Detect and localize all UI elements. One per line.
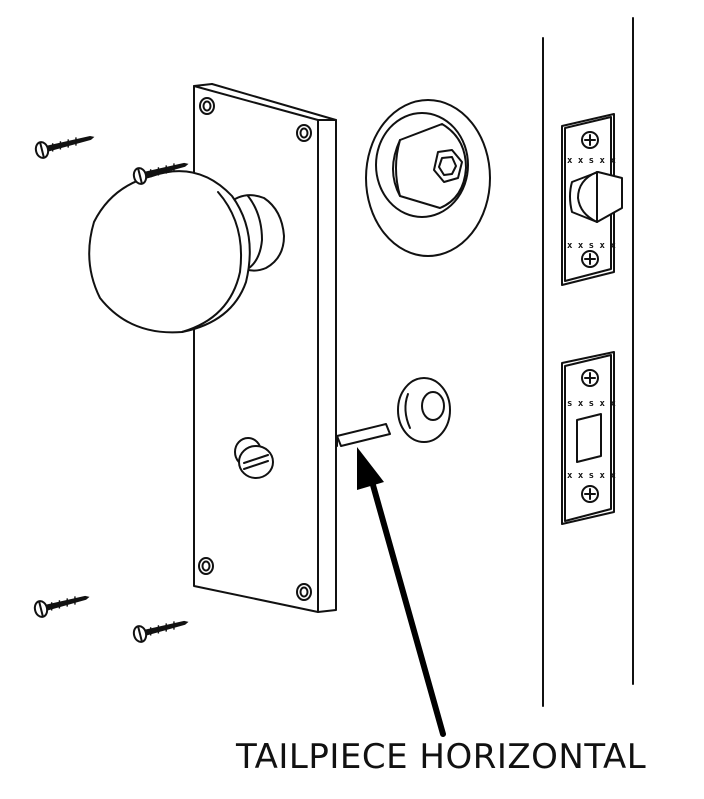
backplate-hole-top-right-icon xyxy=(296,124,312,142)
latch-bolt xyxy=(569,171,623,223)
wood-screw-icon xyxy=(33,595,90,618)
thumbturn-slot-icon xyxy=(234,437,274,479)
wood-screw-icon xyxy=(34,135,95,159)
backplate-hole-bottom-left-icon xyxy=(198,557,214,575)
backplate-hole-bottom-right-icon xyxy=(296,583,312,601)
thumbturn-bore xyxy=(397,377,451,443)
latch-screw-top-icon xyxy=(581,131,599,149)
latch-faceplate: x x s x x x x s x x xyxy=(561,113,623,286)
wood-screw-icon xyxy=(132,620,189,643)
door-knob xyxy=(88,170,285,334)
arrow-icon xyxy=(357,447,446,737)
door-edge xyxy=(542,17,634,707)
strike-plate: s x s x x x x s x x xyxy=(561,351,616,525)
strike-screw-bottom-icon xyxy=(581,485,599,503)
strike-opening xyxy=(576,413,602,463)
strike-screw-top-icon xyxy=(581,369,599,387)
svg-text:x x s x x: x x s x x xyxy=(567,241,616,251)
backplate-hole-top-left-icon xyxy=(199,97,215,115)
tailpiece xyxy=(336,423,391,447)
svg-text:x x s x x: x x s x x xyxy=(567,471,616,481)
wood-screw-icon xyxy=(132,162,189,185)
svg-text:x x s x x: x x s x x xyxy=(567,156,616,166)
tailpiece-caption: TAILPIECE HORIZONTAL xyxy=(236,737,647,777)
svg-text:s x s x x: s x s x x xyxy=(567,399,616,409)
backplate xyxy=(193,83,337,613)
door-bore-hole xyxy=(365,99,491,257)
latch-screw-bottom-icon xyxy=(581,250,599,268)
